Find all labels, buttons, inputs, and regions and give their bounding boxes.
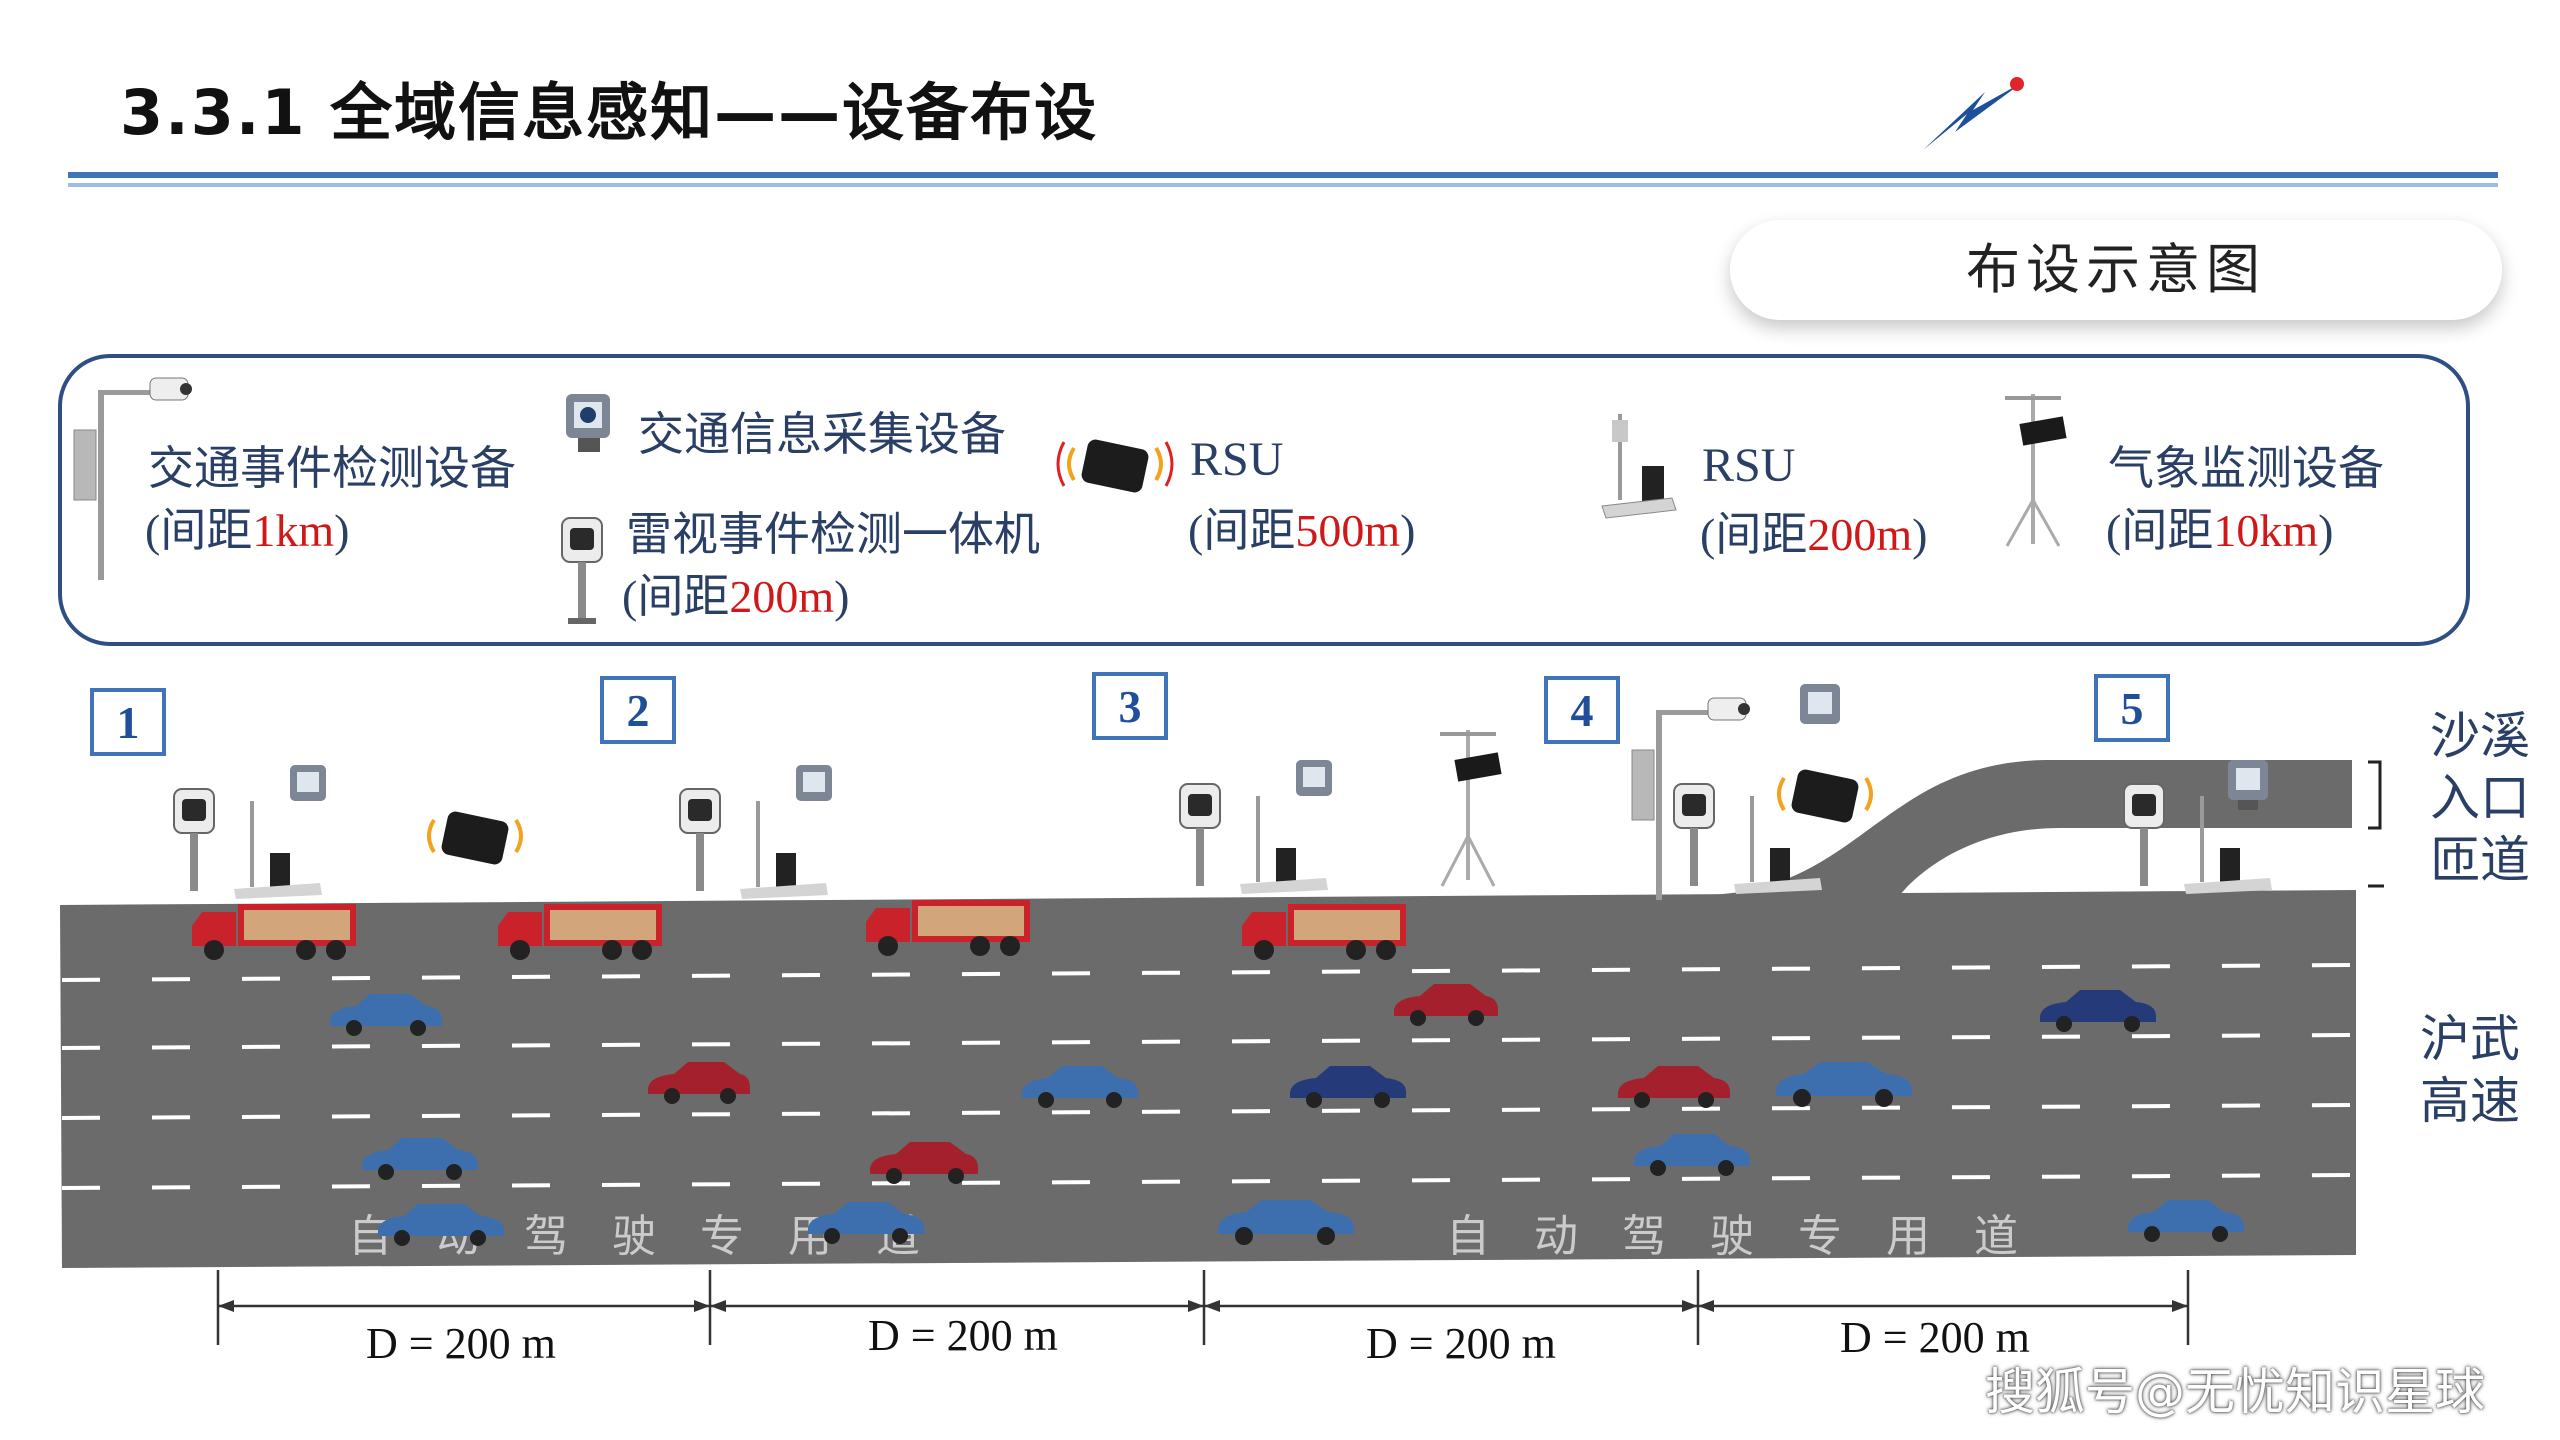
car-red-3 bbox=[1394, 984, 1498, 1026]
legend-weather-name: 气象监测设备 bbox=[2108, 441, 2384, 495]
legend-radar-video-spacing: (间距200m) bbox=[622, 571, 850, 622]
roadside-group-5 bbox=[2123, 783, 2272, 894]
ramp-sensor-icon bbox=[2228, 760, 2268, 810]
weather-station-road bbox=[1440, 730, 1502, 887]
legend-traffic-event-spacing: (间距1km) bbox=[145, 505, 350, 556]
page-title: 3.3.1 全域信息感知——设备布设 bbox=[120, 76, 1099, 149]
company-logo bbox=[1923, 77, 2024, 150]
weather-station-icon bbox=[2005, 394, 2067, 547]
legend-traffic-event-name: 交通事件检测设备 bbox=[148, 441, 516, 495]
car-blue-1 bbox=[330, 994, 442, 1036]
car-blue-9 bbox=[2128, 1200, 2244, 1242]
distance-label-1: D = 200 m bbox=[366, 1319, 556, 1368]
section-marker-3: 3 bbox=[1092, 672, 1168, 740]
schematic-label: 布设示意图 bbox=[1730, 220, 2502, 320]
car-blue-6 bbox=[1218, 1200, 1354, 1245]
car-red-2 bbox=[870, 1142, 978, 1184]
legend-radar-video-name: 雷视事件检测一体机 bbox=[626, 507, 1040, 561]
legend-rsu-wireless-spacing: (间距500m) bbox=[1188, 505, 1416, 556]
legend-rsu-pole-name: RSU bbox=[1702, 439, 1796, 492]
car-red-1 bbox=[648, 1062, 750, 1104]
ramp-label: 沙溪入口匝道 bbox=[2430, 707, 2530, 889]
rsu-wireless-1 bbox=[427, 811, 523, 865]
distance-label-3: D = 200 m bbox=[1366, 1319, 1556, 1368]
car-blue-5 bbox=[1022, 1066, 1138, 1108]
section-marker-5: 5 bbox=[2094, 674, 2170, 742]
car-blue-8 bbox=[1634, 1134, 1750, 1176]
highway-label: 沪武高速 bbox=[2420, 1010, 2520, 1130]
legend-box bbox=[58, 354, 2470, 646]
section-marker-4: 4 bbox=[1544, 676, 1620, 744]
car-blue-4 bbox=[808, 1202, 924, 1244]
car-blue-2 bbox=[362, 1138, 478, 1180]
car-red-4 bbox=[1618, 1066, 1730, 1108]
radar-video-icon bbox=[561, 517, 603, 624]
distance-label-4: D = 200 m bbox=[1840, 1313, 2030, 1362]
car-blue-7 bbox=[1776, 1062, 1912, 1107]
header-rule-dark bbox=[68, 172, 2498, 178]
legend-info-collect-name: 交通信息采集设备 bbox=[638, 407, 1006, 461]
header-rule-light bbox=[68, 183, 2498, 187]
pole-sensor-icon bbox=[1800, 684, 1840, 724]
roadside-group-1 bbox=[173, 765, 326, 899]
car-navy-2 bbox=[2040, 990, 2156, 1032]
roadside-group-3 bbox=[1179, 760, 1332, 894]
rsu-wireless-icon bbox=[1056, 439, 1174, 493]
car-navy-1 bbox=[1290, 1066, 1406, 1108]
legend-rsu-wireless-name: RSU bbox=[1190, 433, 1284, 486]
section-marker-1: 1 bbox=[90, 688, 166, 756]
lane-marking-right: 自动驾驶专用道 bbox=[1446, 1211, 2062, 1262]
rsu-cabinet-icon bbox=[1601, 414, 1677, 519]
truck-4 bbox=[1242, 904, 1406, 960]
roadside-group-2 bbox=[679, 765, 832, 899]
watermark: 搜狐号@无忧知识星球 bbox=[1985, 1363, 2485, 1421]
pole-camera-road bbox=[1631, 697, 1750, 900]
traffic-sensor-icon bbox=[566, 394, 610, 452]
distance-label-2: D = 200 m bbox=[868, 1311, 1058, 1360]
car-blue-3 bbox=[378, 1204, 504, 1246]
truck-3 bbox=[866, 900, 1030, 956]
pole-camera-icon bbox=[73, 377, 192, 580]
truck-2 bbox=[498, 904, 662, 960]
rsu-wireless-2 bbox=[1777, 769, 1873, 823]
legend-rsu-pole-spacing: (间距200m) bbox=[1700, 509, 1928, 560]
legend-weather-spacing: (间距10km) bbox=[2106, 505, 2334, 556]
roadside-group-4 bbox=[1673, 783, 1822, 894]
truck-1 bbox=[192, 904, 356, 960]
section-marker-2: 2 bbox=[600, 676, 676, 744]
